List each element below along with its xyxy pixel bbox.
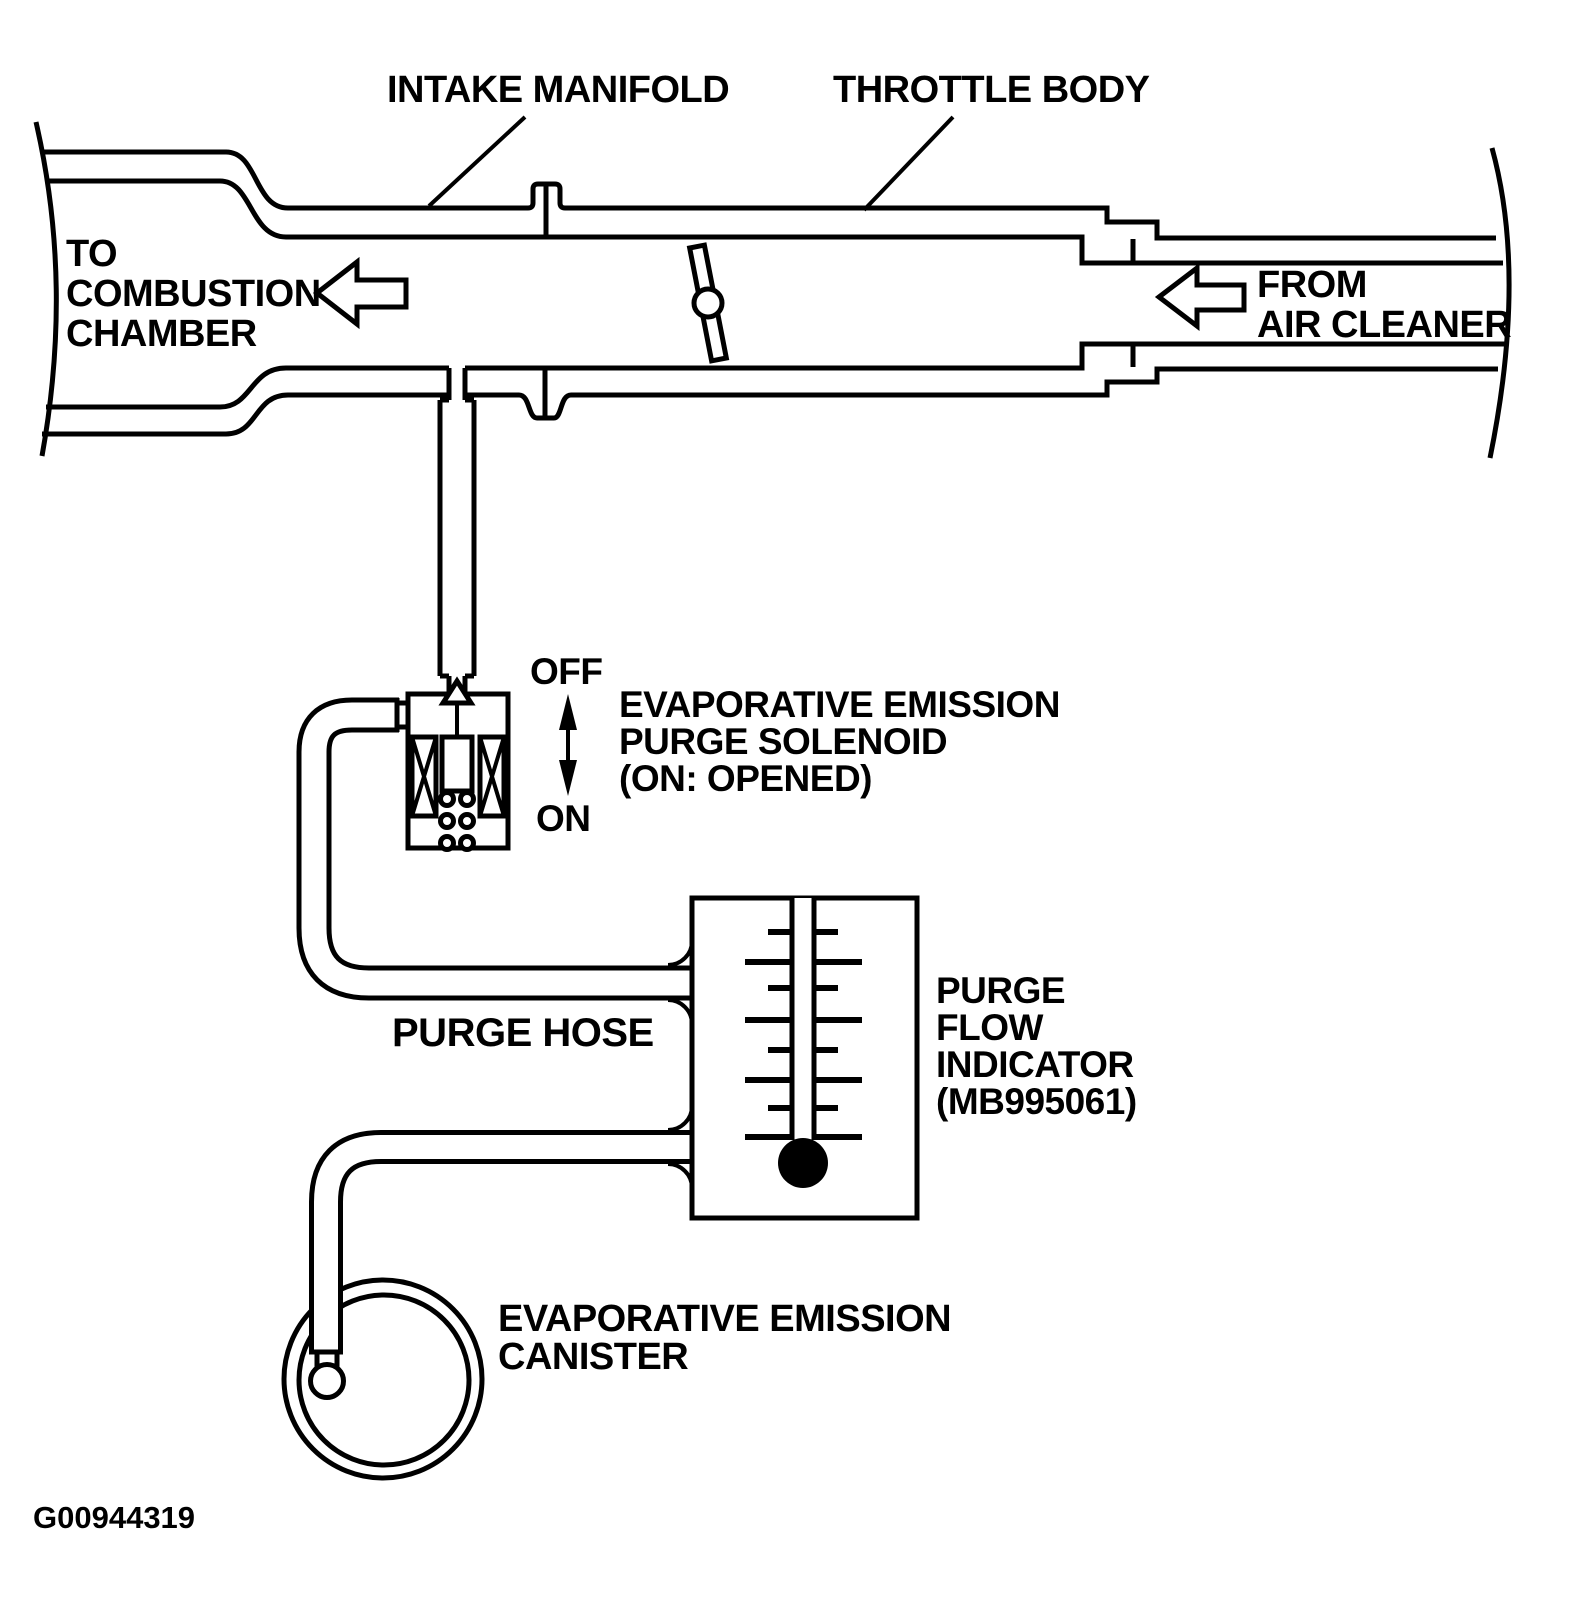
label-indicator-line3: INDICATOR xyxy=(936,1044,1134,1085)
label-purge-solenoid-line3: (ON: OPENED) xyxy=(619,758,872,799)
indicator-float-ball xyxy=(778,1138,828,1188)
solenoid-state-arrow xyxy=(559,694,577,796)
purge-hose-lower xyxy=(308,1130,694,1400)
label-solenoid-on: ON xyxy=(536,798,591,839)
sight-tube-bore xyxy=(794,898,812,1140)
solenoid-coil-right xyxy=(477,734,507,819)
label-from-air-cleaner-line1: FROM xyxy=(1257,264,1367,306)
label-to-combustion-line2: COMBUSTION xyxy=(66,273,321,315)
flow-arrow-from-air-cleaner xyxy=(1154,262,1247,332)
solenoid-vent-holes xyxy=(438,790,476,852)
label-to-combustion-line1: TO xyxy=(66,233,117,275)
purge-flow-indicator xyxy=(667,895,920,1221)
canister-outer-ring xyxy=(281,1277,485,1481)
duct-inner-top-wall xyxy=(46,178,1503,266)
label-indicator-line1: PURGE xyxy=(936,970,1065,1011)
label-purge-solenoid-line2: PURGE SOLENOID xyxy=(619,721,947,762)
label-throttle-body: THROTTLE BODY xyxy=(833,69,1150,111)
label-canister-line2: CANISTER xyxy=(498,1336,688,1378)
solenoid-coil-left xyxy=(409,734,439,819)
hose-port-fillets xyxy=(667,940,694,1189)
label-to-combustion-line3: CHAMBER xyxy=(66,313,257,355)
canister-nipple xyxy=(308,1362,346,1400)
evap-canister xyxy=(281,1277,485,1481)
right-break-line xyxy=(1487,147,1512,459)
throttle-body-leader-line xyxy=(862,115,955,212)
throttle-plate xyxy=(686,242,730,364)
label-solenoid-off: OFF xyxy=(530,651,602,692)
flow-arrow-to-combustion xyxy=(312,256,409,330)
purge-port-tube xyxy=(437,368,477,692)
label-purge-solenoid-line1: EVAPORATIVE EMISSION xyxy=(619,684,1060,725)
label-indicator-line2: FLOW xyxy=(936,1007,1043,1048)
figure-code: G00944319 xyxy=(33,1500,195,1535)
label-intake-manifold: INTAKE MANIFOLD xyxy=(387,69,729,111)
sight-tube-walls xyxy=(789,898,817,1140)
duct-inner-bottom-wall xyxy=(46,341,1505,410)
duct-outer-bottom-wall xyxy=(42,366,1498,437)
solenoid-plunger xyxy=(439,734,475,794)
label-purge-hose: PURGE HOSE xyxy=(392,1011,654,1055)
label-canister-line1: EVAPORATIVE EMISSION xyxy=(498,1298,951,1340)
labels: INTAKE MANIFOLD THROTTLE BODY TO COMBUST… xyxy=(33,69,1512,1535)
duct-outer-top-wall xyxy=(42,149,1496,241)
throttle-shaft xyxy=(691,286,725,320)
label-indicator-line4: (MB995061) xyxy=(936,1081,1137,1122)
left-break-line xyxy=(33,121,59,457)
label-from-air-cleaner-line2: AIR CLEANER xyxy=(1257,304,1511,346)
intake-duct xyxy=(33,115,1512,692)
intake-manifold-leader-line xyxy=(427,115,527,208)
purge-hose-upper xyxy=(296,697,694,1001)
canister-inner-ring xyxy=(296,1292,472,1468)
purge-solenoid-valve xyxy=(405,676,511,852)
